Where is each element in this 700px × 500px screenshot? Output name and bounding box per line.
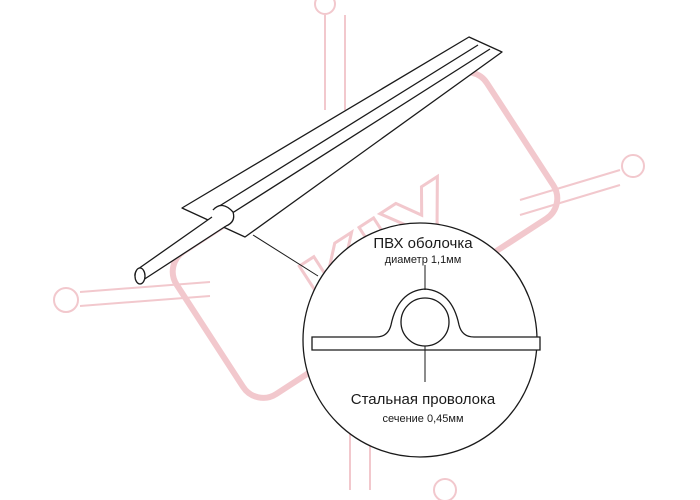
cable-ridge-line — [212, 44, 479, 211]
watermark-line — [79, 295, 211, 307]
watermark-node — [314, 0, 336, 15]
sheath-title-label: ПВХ оболочка — [373, 235, 473, 252]
cable-illustration — [134, 36, 503, 285]
cable-ridge-line — [225, 48, 491, 218]
steel-wire-core — [400, 297, 450, 347]
steel-wire-end — [134, 216, 227, 283]
watermark-line — [519, 169, 621, 201]
watermark-line — [79, 281, 211, 293]
wire-detail-label: сечение 0,45мм — [382, 413, 463, 425]
watermark-node — [621, 154, 645, 178]
callout-pointer — [252, 234, 319, 277]
watermark-node — [53, 287, 79, 313]
wire-title-label: Стальная проволока — [351, 391, 496, 408]
steel-wire-tip — [134, 267, 146, 285]
watermark-node — [433, 478, 457, 500]
cable-end-bulge — [212, 204, 235, 227]
sheath-detail-label: диаметр 1,1мм — [385, 254, 462, 266]
watermark-line — [519, 184, 621, 216]
